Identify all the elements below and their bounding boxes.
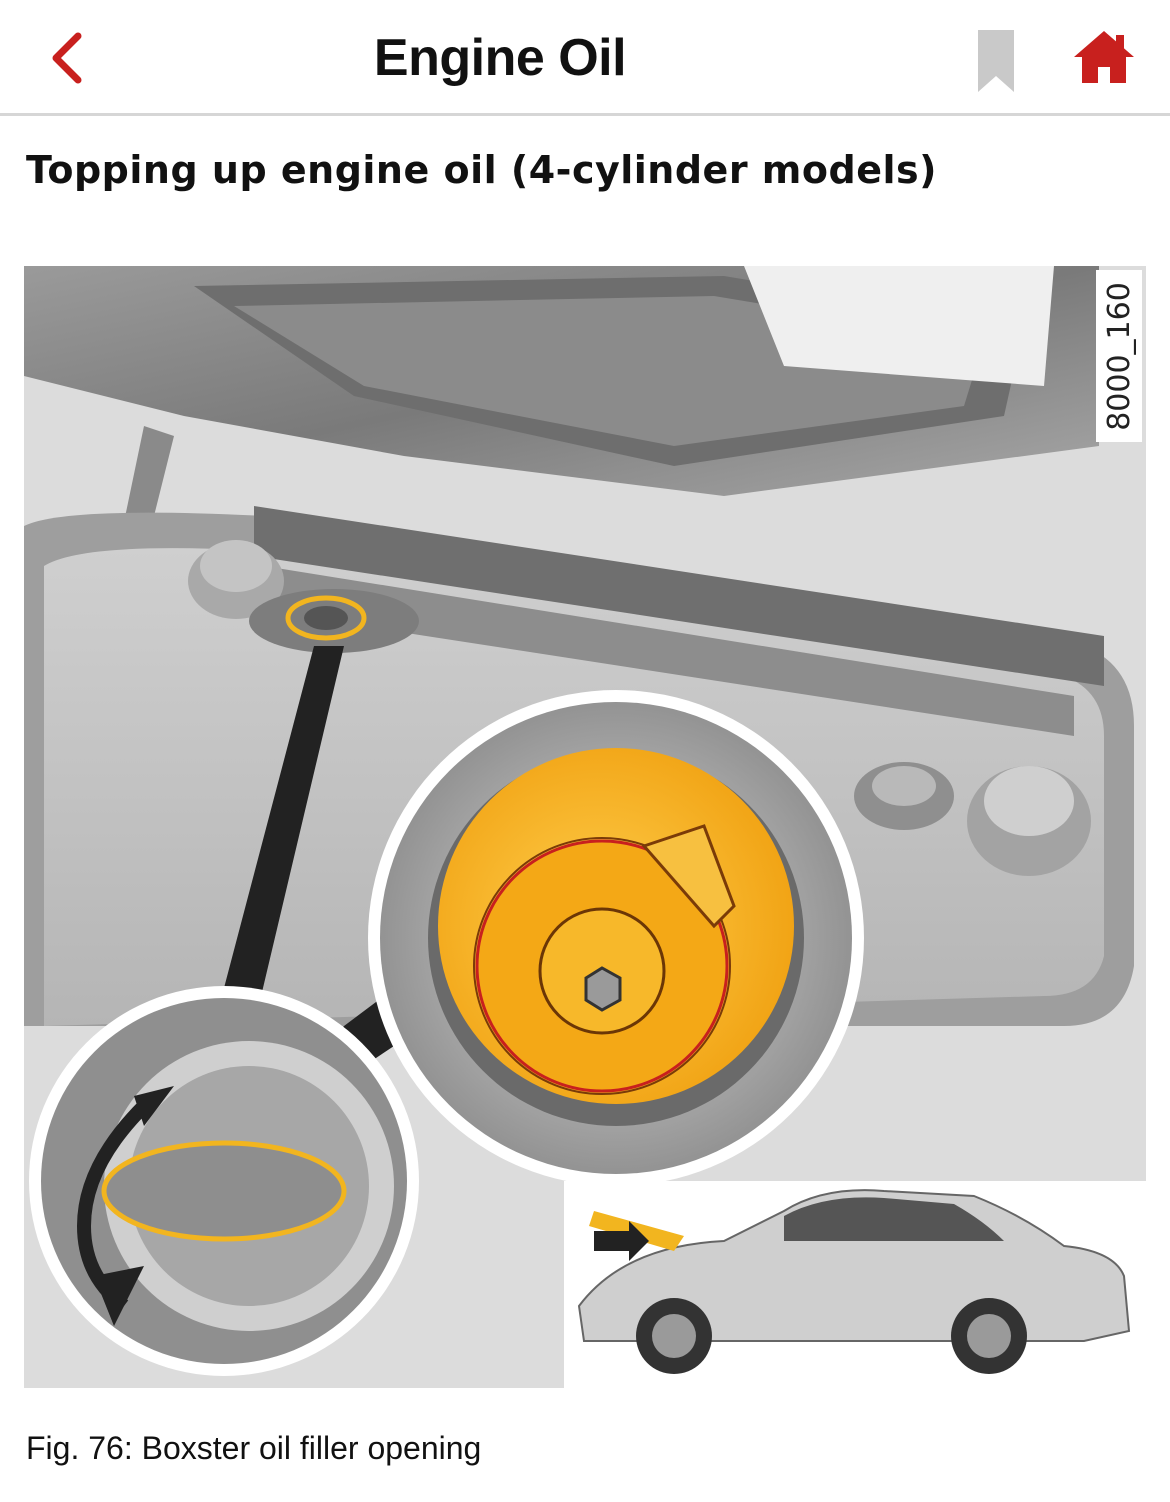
top-navigation-bar: Engine Oil — [0, 0, 1170, 116]
bookmark-icon — [978, 30, 1014, 92]
oil-filler-illustration: 8000_160 — [24, 266, 1146, 1388]
figure-caption: Fig. 76: Boxster oil filler opening — [26, 1430, 482, 1466]
back-button[interactable] — [36, 26, 96, 90]
page-title: Engine Oil — [373, 29, 627, 87]
home-icon — [1074, 31, 1134, 83]
home-button[interactable] — [1066, 24, 1142, 90]
trunk-illustration — [24, 266, 1146, 1388]
figure-code-label: 8000_160 — [1096, 270, 1142, 442]
section-heading: Topping up engine oil (4-cylinder models… — [26, 148, 937, 192]
chevron-left-icon — [52, 32, 82, 84]
bookmark-button[interactable] — [968, 26, 1024, 96]
